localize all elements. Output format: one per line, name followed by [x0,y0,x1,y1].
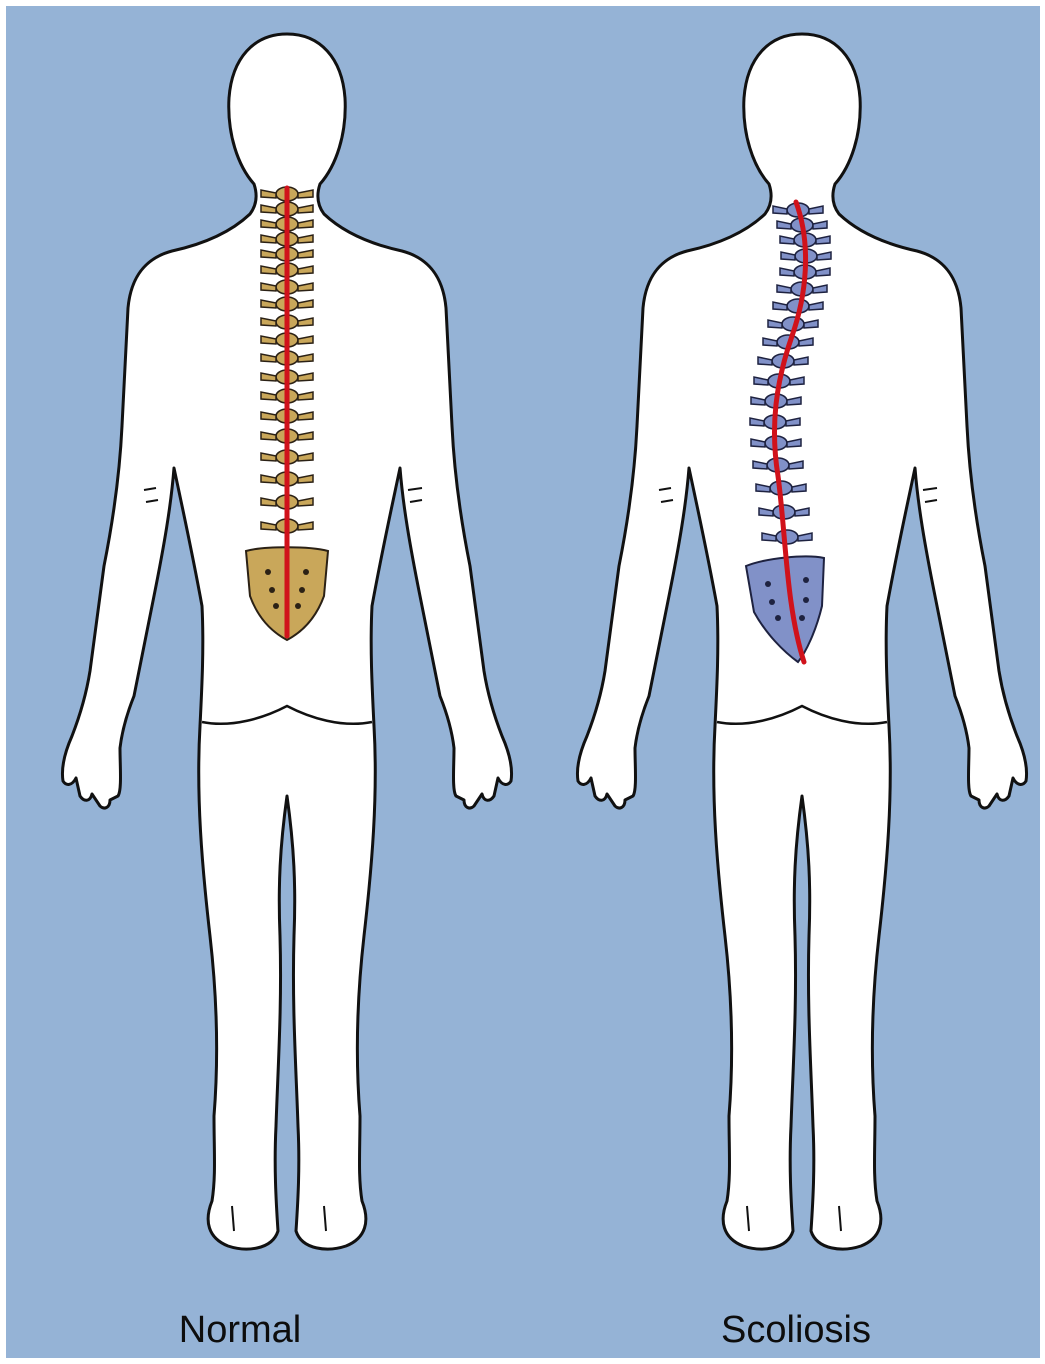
spine-comparison-figure [6,6,1040,1358]
figure-canvas [6,6,1040,1358]
normal-caption: Normal [90,1308,390,1352]
scoliosis-caption: Scoliosis [646,1308,946,1352]
